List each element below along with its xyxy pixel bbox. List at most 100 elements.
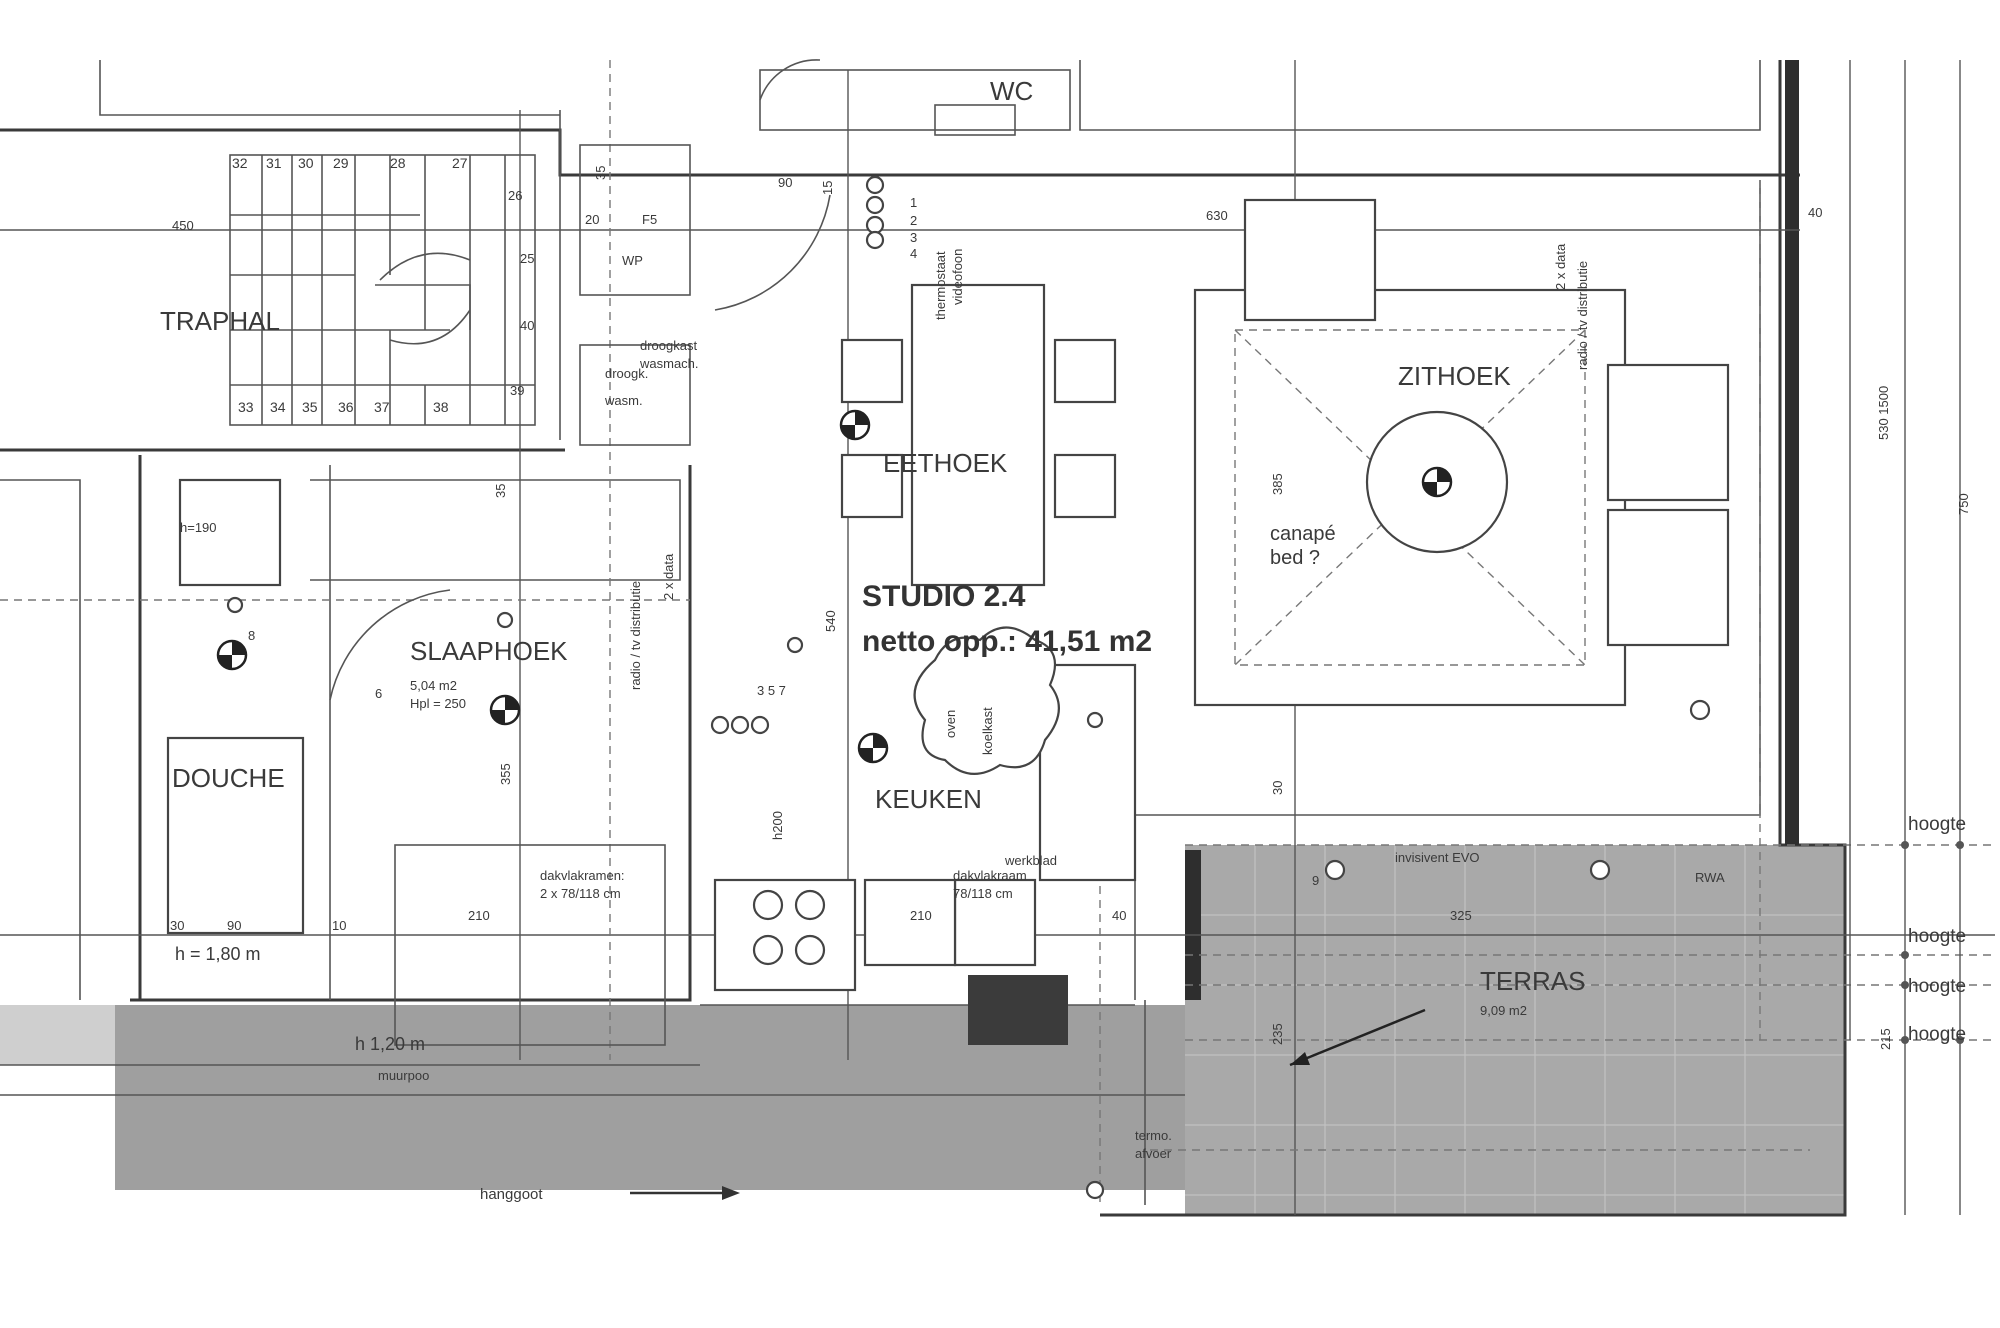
svg-text:33: 33 <box>238 399 254 415</box>
note-muurtpoo: muurpoo <box>378 1068 429 1083</box>
hob-ring-2 <box>794 889 826 921</box>
dim-530: 530 1500 <box>1876 386 1891 440</box>
room-label-slaaphoek: SLAAPHOEK <box>410 636 568 666</box>
note-canape: canapé <box>1270 523 1336 545</box>
note-radio-tv-2: radio / tv distributie <box>628 581 643 690</box>
door-swing-wc <box>759 59 821 101</box>
dim-210-b: 210 <box>910 908 932 923</box>
room-label-eethoek: EETHOEK <box>883 448 1008 478</box>
oven-niche <box>968 975 1068 1045</box>
dining-chair-4 <box>1053 453 1117 519</box>
note-terras-area: 9,09 m2 <box>1480 1003 1527 1018</box>
dim-450: 450 <box>172 218 194 233</box>
shower-tray <box>166 736 305 935</box>
hoogte-label-4: hoogte <box>1908 1024 1966 1045</box>
dim-3: 3 <box>910 230 917 245</box>
dim-25: 25 <box>520 251 534 266</box>
note-invisivent: invisivent EVO <box>1395 850 1480 865</box>
dim-235: 235 <box>1270 1023 1285 1045</box>
kitchen-unit <box>863 878 957 967</box>
note-radio-tv: radio / tv distributie <box>1575 261 1590 370</box>
dim-15: 15 <box>820 181 835 195</box>
door-swing-main <box>714 194 831 311</box>
note-dakvlakramen-a: dakvlakramen: <box>540 868 625 883</box>
svg-text:35: 35 <box>302 399 318 415</box>
note-wasmach: wasmach. <box>639 356 699 371</box>
dim-6: 6 <box>375 686 382 701</box>
room-label-zithoek: ZITHOEK <box>1398 361 1511 391</box>
hanggoot-arrow-head <box>722 1186 740 1200</box>
svg-text:28: 28 <box>390 155 406 171</box>
svg-text:36: 36 <box>338 399 354 415</box>
shower-box <box>178 478 282 587</box>
door-swing-slaaphoek <box>329 589 451 701</box>
dim-F5: F5 <box>642 212 657 227</box>
note-termo: termo. <box>1135 1128 1172 1143</box>
dim-9: 9 <box>1312 873 1319 888</box>
svg-text:29: 29 <box>333 155 349 171</box>
note-douche-h: h = 1,80 m <box>175 944 261 964</box>
dim-90: 90 <box>778 175 792 190</box>
dim-20: 20 <box>585 212 599 227</box>
studio-area: netto opp.: 41,51 m2 <box>862 625 1152 658</box>
dining-table <box>910 283 1046 587</box>
dim-40-a: 40 <box>1808 205 1822 220</box>
note-sdata: 2 x data <box>661 553 676 600</box>
note-droogk2: droogk. <box>605 366 648 381</box>
note-thermostaat: thermostaat <box>933 251 948 320</box>
note-koelkast: koelkast <box>980 707 995 755</box>
hoogte-label-2: hoogte <box>1908 926 1966 947</box>
roof-hatch-strip <box>0 1005 115 1065</box>
room-label-douche: DOUCHE <box>172 763 285 793</box>
dim-750: 750 <box>1956 493 1971 515</box>
svg-text:27: 27 <box>452 155 468 171</box>
studio-name: STUDIO 2.4 <box>862 580 1026 613</box>
note-droogkast: droogkast <box>640 338 697 353</box>
dim-357: 3 5 7 <box>757 683 786 698</box>
note-hanggoot: hanggoot <box>480 1186 543 1203</box>
svg-text:38: 38 <box>433 399 449 415</box>
dim-385: 385 <box>1270 473 1285 495</box>
dim-2: 2 <box>910 213 917 228</box>
axis-lines <box>0 60 1995 1215</box>
stair-numbers: 32 31 30 29 28 27 33 34 35 36 37 38 <box>232 155 468 415</box>
dim-26: 26 <box>508 188 522 203</box>
dining-chair-3 <box>1053 338 1117 404</box>
note-dakvlakramen-b: 2 x 78/118 cm <box>540 886 621 901</box>
room-label-keuken: KEUKEN <box>875 784 982 814</box>
note-rwa: RWA <box>1695 870 1725 885</box>
note-slaaphoek-hpl: Hpl = 250 <box>410 696 466 711</box>
cloud-marker <box>913 626 1060 775</box>
dim-WP: WP <box>622 253 643 268</box>
svg-text:34: 34 <box>270 399 286 415</box>
hoogte-label-3: hoogte <box>1908 976 1966 997</box>
note-h200: h200 <box>770 811 785 840</box>
room-label-wc: WC <box>990 76 1033 106</box>
note-afvoer: afvoer <box>1135 1146 1172 1161</box>
slope-arrow-head <box>1290 1052 1310 1065</box>
dim-215: 215 <box>1878 1028 1893 1050</box>
kitchen-counter <box>713 878 857 992</box>
armchair-top <box>1243 198 1377 322</box>
dim-35-b: 35 <box>493 484 508 498</box>
svg-text:31: 31 <box>266 155 282 171</box>
armchair-right-1 <box>1606 363 1730 502</box>
note-slaaphoek-area: 5,04 m2 <box>410 678 457 693</box>
room-label-terras: TERRAS <box>1480 966 1585 996</box>
svg-text:32: 32 <box>232 155 248 171</box>
note-oven: oven <box>943 710 958 738</box>
hob-ring-3 <box>752 934 784 966</box>
dim-540: 540 <box>823 610 838 632</box>
svg-text:37: 37 <box>374 399 390 415</box>
hoogte-label-1: hoogte <box>1908 814 1966 835</box>
elevation-markers <box>1849 60 1964 1215</box>
socket-icons <box>226 175 1711 1200</box>
armchair-right-2 <box>1606 508 1730 647</box>
dim-10: 10 <box>332 918 346 933</box>
dining-chair-2 <box>840 453 904 519</box>
note-data: 2 x data <box>1553 243 1568 290</box>
dim-8: 8 <box>248 628 255 643</box>
note-h120: h 1,20 m <box>355 1034 425 1054</box>
dim-30-a: 30 <box>170 918 184 933</box>
note-bed: bed ? <box>1270 547 1320 569</box>
